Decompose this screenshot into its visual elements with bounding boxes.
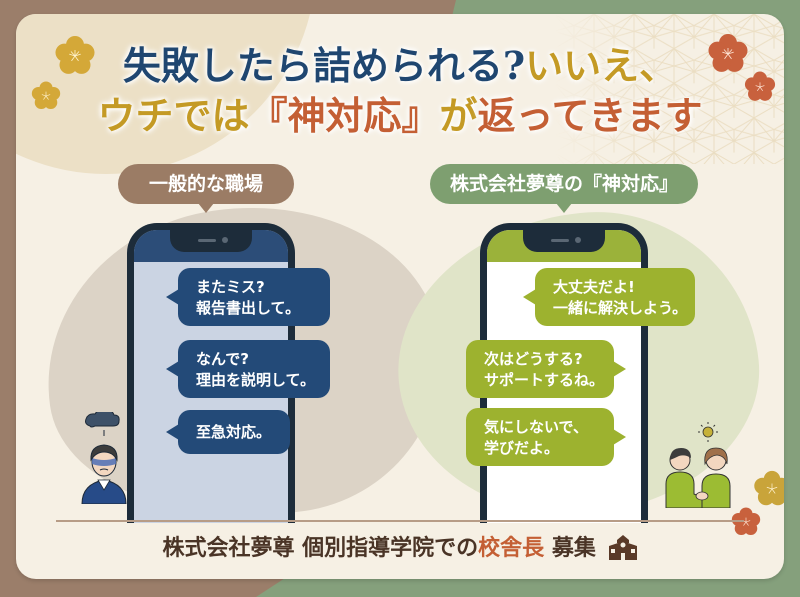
plum-blossom-icon xyxy=(744,71,776,101)
message-line: 学びだよ。 xyxy=(484,439,560,457)
label-company-response: 株式会社夢尊の『神対応』 xyxy=(430,164,698,213)
message-line: 理由を説明して。 xyxy=(196,371,316,389)
school-building-icon xyxy=(608,535,637,560)
plum-blossom-icon xyxy=(754,470,784,506)
plum-blossom-icon xyxy=(708,34,748,72)
chat-bubble-negative: またミス? 報告書出して。 xyxy=(166,268,330,326)
headline-text: が xyxy=(439,93,478,138)
plum-blossom-icon xyxy=(731,507,761,536)
stressed-worker-icon xyxy=(81,412,127,504)
headline-answer: いいえ、 xyxy=(525,43,678,88)
asanoha-pattern-icon xyxy=(554,14,784,164)
phone-notch xyxy=(523,230,605,252)
plum-blossom-icon xyxy=(31,81,61,110)
message-line: サポートするね。 xyxy=(484,371,605,389)
chat-bubble-positive: 次はどうする? サポートするね。 xyxy=(466,340,626,398)
message-line: 気にしないで、 xyxy=(484,418,588,436)
footer-divider xyxy=(56,520,744,522)
message-line: なんで? xyxy=(196,350,249,368)
plum-blossom-icon xyxy=(55,36,95,74)
chat-bubble-positive: 気にしないで、 学びだよ。 xyxy=(466,408,626,466)
message-line: 至急対応。 xyxy=(196,423,272,441)
headline-question: 失敗したら詰められる? xyxy=(122,43,526,88)
message-line: またミス? xyxy=(196,278,265,296)
message-line: 報告書出して。 xyxy=(196,299,301,317)
chat-bubble-positive: 大丈夫だよ! 一緒に解決しよう。 xyxy=(523,268,695,326)
message-line: 大丈夫だよ! xyxy=(553,278,635,296)
headline-highlight: 『神対応』 xyxy=(249,93,440,138)
phone-notch xyxy=(170,230,252,252)
footer-highlight-position: 校舎長 xyxy=(478,536,545,561)
headline: 失敗したら詰められる?いいえ、 ウチでは『神対応』が返ってきます xyxy=(0,40,800,142)
headline-line-2: ウチでは『神対応』が返ってきます xyxy=(0,90,800,142)
footer-text: 募集 xyxy=(544,536,596,561)
headline-text: ウチでは xyxy=(97,93,250,138)
recruitment-footer: 株式会社夢尊 個別指導学院での校舎長 募集 xyxy=(0,532,800,566)
chat-bubble-negative: なんで? 理由を説明して。 xyxy=(166,340,330,398)
label-typical-workplace: 一般的な職場 xyxy=(118,164,294,213)
headline-text: 返ってきます xyxy=(477,93,703,138)
chat-bubble-negative: 至急対応。 xyxy=(166,410,290,454)
footer-text: 株式会社夢尊 個別指導学院での xyxy=(162,536,479,561)
headline-line-1: 失敗したら詰められる?いいえ、 xyxy=(0,40,800,92)
message-line: 一緒に解決しよう。 xyxy=(553,299,688,317)
handshake-people-icon xyxy=(665,422,731,508)
message-line: 次はどうする? xyxy=(484,350,583,368)
